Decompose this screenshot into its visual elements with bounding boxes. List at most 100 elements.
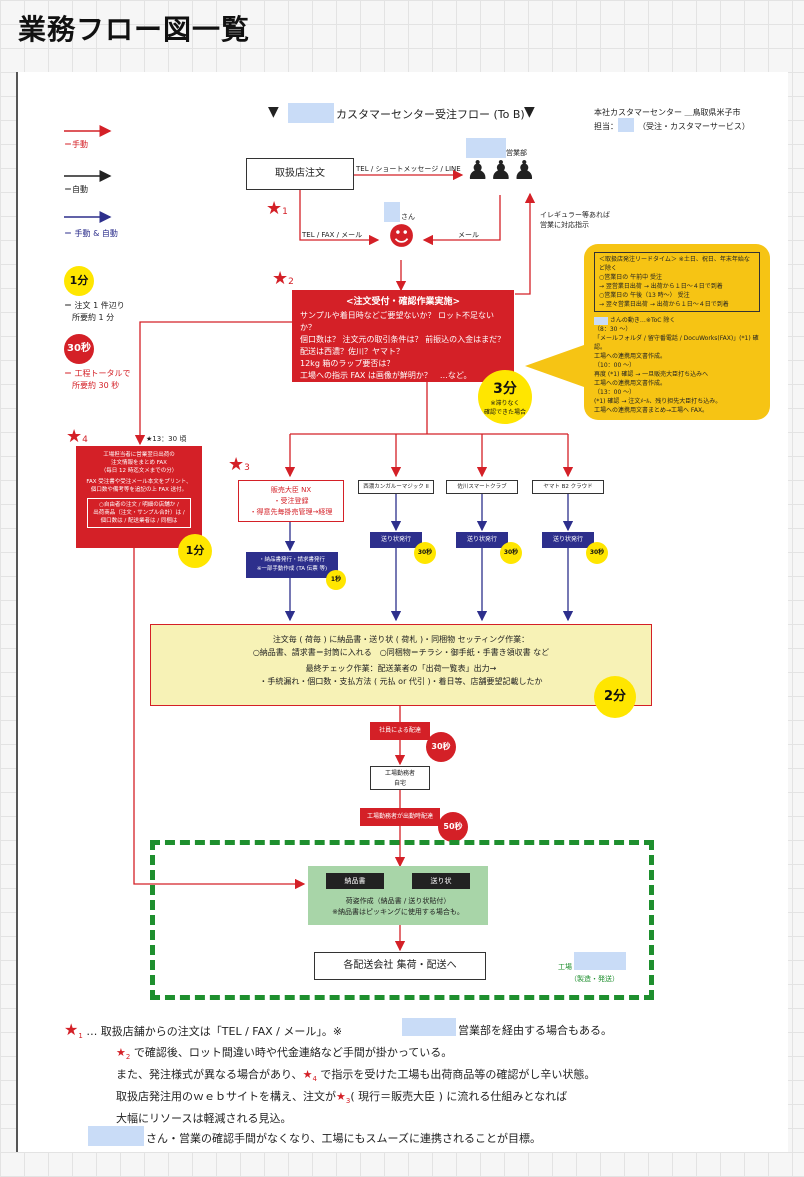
lead-time-staff-row: さんの動き…※ToC 除く <box>594 316 760 325</box>
final-dispatch-box: 各配送会社 集荷・配送へ <box>314 952 486 980</box>
factory-worker-line: 自宅 <box>393 780 406 787</box>
confirm-badge-value: 3分 <box>493 381 517 397</box>
factory-worker-delivery-badge: 50秒 <box>438 812 468 842</box>
note-star: ★ <box>336 1090 346 1103</box>
fax-line: 個口数や備考等を追記の上 FAX 送付。 <box>90 487 188 493</box>
packing-time-badge: 2分 <box>594 676 636 718</box>
redacted-sales <box>466 138 506 158</box>
invoice-line: ・納品書発行・請求書発行 <box>258 557 325 563</box>
fax-line: 注文情報をまとめ FAX <box>111 460 167 466</box>
lead-time-detail: 工場への連携用文書まとめ→工場へ FAX。 <box>594 407 709 414</box>
arrow-confirm-to-fax <box>134 321 292 446</box>
packaging-line-1: 荷姿作成（納品書 / 送り状貼付） <box>345 897 451 905</box>
confirm-time-badge: 3分 ※滞りなく 確認できた場合 <box>478 370 532 424</box>
redacted-staff-2 <box>594 316 608 325</box>
fax-line: FAX 受注書や受注メール本文をプリント、 <box>86 479 192 485</box>
label-issue-sagawa: 送り状発行 <box>456 532 508 548</box>
legend-one-minute-badge: 1分 <box>64 266 94 296</box>
sales-people-icon: ♟♟♟ <box>466 156 536 186</box>
legend-thirty-second-desc-1: ＝ 工程トータルで <box>64 369 131 378</box>
fax-inner-box: ○自由者の注文 / 明細の店舗か / 出荷商品（注文・サンプル合計）は / 個口… <box>87 498 191 528</box>
note-2: ★2 で確認後、ロット間違い時や代金連絡など手間が掛かっている。 <box>116 1046 453 1062</box>
factory-sublabel: （製造・発送） <box>570 975 619 983</box>
packaging-box: 納品書 送り状 荷姿作成（納品書 / 送り状貼付） ※納品書はピッキングに使用す… <box>308 866 488 925</box>
yamato-box: ヤマト B2 クラウド <box>532 480 604 494</box>
star-marker-3: ★3 <box>228 454 250 475</box>
confirm-line: 工場への指示 FAX は画像が鮮明か？ …など。 <box>300 371 472 380</box>
factory-worker-delivery-box: 工場勤務者が出勤時配達 <box>360 808 440 826</box>
fax-inner-line: 出荷商品（注文・サンプル合計）は / <box>93 510 185 516</box>
header-location: 本社カスタマーセンター ＿鳥取県米子市 <box>594 108 741 117</box>
sagawa-box: 佐川スマートクラブ <box>446 480 518 494</box>
factory-fax-box: 工場担当者に営業翌日出荷の 注文情報をまとめ FAX （毎日 12 時迄文メまで… <box>76 446 202 548</box>
invoice-issue-box: ・納品書発行・請求書発行 ※一部手動作成 (TA 伝票 等) <box>246 552 338 578</box>
confirm-line: 12kg 箱のラップ要否は？ <box>300 359 395 368</box>
note-4: 取扱店発注用のｗｅｂサイトを構え、注文が★3( 現行＝販売大臣 ) に流れる仕組… <box>116 1090 568 1106</box>
confirm-badge-note-1: ※滞りなく <box>490 400 520 407</box>
packing-line: ○納品書、請求書＝封筒に入れる ○同梱物＝チラシ・御手紙・手書き領収書 など <box>252 648 550 657</box>
packing-line: 注文毎 ( 荷毎 ) に納品書・送り状 ( 荷札 )・同梱物 セッティング作業： <box>272 635 530 644</box>
redacted-note-6 <box>88 1126 144 1146</box>
star-marker-4: ★4 <box>66 426 88 447</box>
lead-time-bubble: ＜取扱店発注リードタイム＞ ※土日、祝日、年末年始など除く ○営業日の 午前中 … <box>584 244 770 420</box>
company-delivery-box: 社員による配達 <box>370 722 430 740</box>
note-star: ★ <box>302 1068 313 1081</box>
lead-time-detail: （13：00 ～） <box>594 389 636 396</box>
confirm-badge-note-2: 確認できた場合 <box>483 409 526 416</box>
legend-one-minute-desc-1: ＝ 注文 1 件辺り <box>64 301 125 310</box>
store-order-box: 取扱店注文 <box>246 158 354 190</box>
confirm-line: 個口数は？ 注文元の取引条件は？ 前振込の入金はまだ？ <box>300 335 506 344</box>
operator-san-label: さん <box>401 213 415 221</box>
invoice-time-badge: 1秒 <box>326 570 346 590</box>
fax-line: 工場担当者に営業翌日出荷の <box>103 452 175 458</box>
arrow-confirm-to-sales <box>515 192 536 295</box>
sales-dept-label: 営業部 <box>506 149 527 157</box>
confirm-title: <注文受付・確認作業実施> <box>345 297 461 307</box>
star-marker-2: ★2 <box>272 268 294 289</box>
label-issue-yamato: 送り状発行 <box>542 532 594 548</box>
irregular-note-1: イレギュラー等あれば <box>540 211 610 219</box>
packaging-line-2: ※納品書はピッキングに使用する場合も。 <box>332 908 464 916</box>
factory-label: 工場 <box>558 963 572 971</box>
page-title: 業務フロー図一覧 <box>18 13 251 46</box>
lead-time-line: ＜取扱店発注リードタイム＞ ※土日、祝日、年末年始など除く <box>599 256 750 272</box>
factory-worker-box: 工場勤務者 自宅 <box>370 766 430 790</box>
arrow-sales-to-operator <box>422 195 501 246</box>
seino-box: 西濃カンガルーマジック II <box>358 480 434 494</box>
factory-worker-line: 工場勤務者 <box>384 770 415 777</box>
legend-manual-auto-label: ＝ 手動 & 自動 <box>64 229 118 238</box>
lead-time-detail: 再度 (*1) 確認 → 一旦販売大臣打ち込みへ <box>594 371 709 378</box>
fax-inner-line: ○自由者の注文 / 明細の店舗か / <box>99 502 179 508</box>
factory-area <box>150 840 654 1000</box>
legend-auto-label: ＝自動 <box>64 185 88 194</box>
confirm-box: <注文受付・確認作業実施> サンプルや着日時などご要望ないか？ ロット不足ないか… <box>292 290 514 382</box>
hanbai-line: ・受注登録 <box>273 497 309 505</box>
note-star: ★ <box>116 1046 126 1059</box>
operator-headset-icon: ☻ <box>388 222 416 252</box>
lead-time-frame: ＜取扱店発注リードタイム＞ ※土日、祝日、年末年始など除く ○営業日の 午前中 … <box>594 252 760 312</box>
tag-label: 送り状 <box>412 873 470 889</box>
label-time-badge-yamato: 30秒 <box>586 542 608 564</box>
hanbai-line: ・得意先毎掛売管理→経理 <box>249 508 333 516</box>
legend-manual-label: ＝手動 <box>64 140 88 149</box>
redacted-name <box>288 103 334 123</box>
lead-time-line: → 翌営業日出荷 → 出荷から１日～４日で到着 <box>599 283 723 290</box>
hanbai-daijin-box: 販売大臣 NX ・受注登録 ・得意先毎掛売管理→経理 <box>238 480 344 522</box>
lead-time-detail: （10：00 ～） <box>594 362 636 369</box>
header-staff-prefix: 担当： <box>594 122 618 131</box>
legend-one-minute-desc-2: 所要約 1 分 <box>72 313 115 322</box>
redacted-operator <box>384 202 400 222</box>
fax-time-label: ★13：30 頃 <box>146 435 187 443</box>
lead-time-line: ○営業日の 午前中 受注 <box>599 274 663 281</box>
note-3: また、発注様式が異なる場合があり、★4 で指示を受けた工場も出荷商品等の確認がし… <box>116 1068 596 1084</box>
note-5: 大幅にリソースは軽減される見込。 <box>116 1112 292 1125</box>
company-delivery-badge: 30秒 <box>426 732 456 762</box>
label-issue-seino: 送り状発行 <box>370 532 422 548</box>
flow-title-mark-left: ▼ <box>268 104 279 120</box>
arrow-fax-to-factory <box>133 548 306 890</box>
flow-title: カスタマーセンター受注フロー (To B) <box>336 108 525 121</box>
packing-line: 最終チェック作業：配送業者の「出荷一覧表」出力→ <box>305 664 497 673</box>
legend-thirty-second-desc-2: 所要約 30 秒 <box>72 381 120 390</box>
lead-time-detail: 工場への連携用文書作成。 <box>594 353 667 360</box>
